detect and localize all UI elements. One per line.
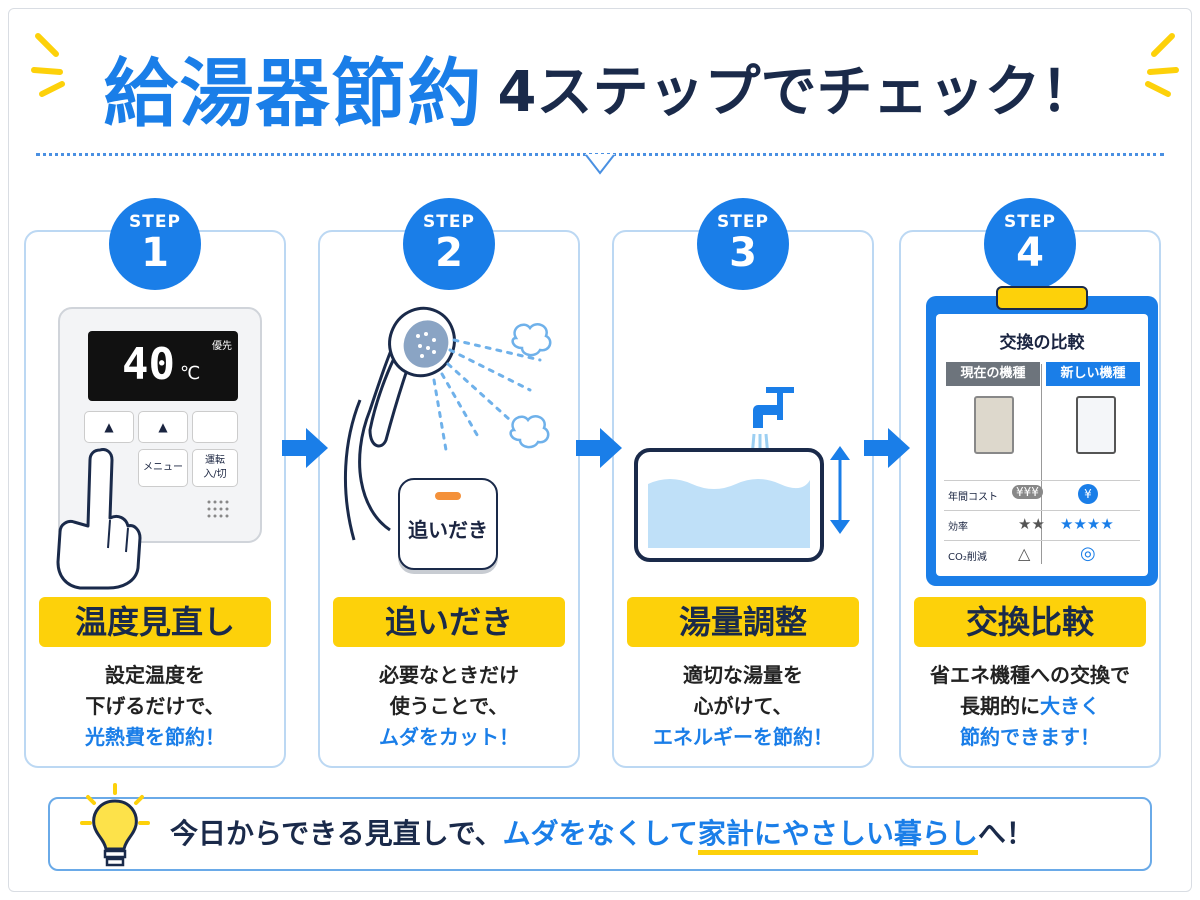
step-label-2: 追いだき (333, 597, 565, 647)
step-desc-1: 設定温度を 下げるだけで、 光熱費を節約！ (24, 660, 286, 753)
notch-chevron-icon (585, 154, 615, 175)
desc-line: 心がけて、 (693, 694, 793, 718)
badge-step-number: 4 (1016, 230, 1044, 276)
up-button-2[interactable]: ▲ (138, 411, 188, 443)
menu-label: メニュー (143, 462, 183, 473)
reheat-button[interactable]: 追いだき (398, 478, 498, 570)
new-heater-image (1076, 396, 1116, 454)
comparison-row: 年間コスト ¥¥¥ ¥ (944, 480, 1140, 508)
burst-left-icon (31, 33, 65, 97)
current-model-header: 現在の機種 (946, 362, 1040, 386)
desc-highlight: エネルギーを節約！ (653, 725, 833, 749)
badge-step-label: STEP (1004, 212, 1056, 232)
power-label: 運転 (205, 455, 225, 466)
step-label-4: 交換比較 (914, 597, 1146, 647)
row-label: 効率 (948, 522, 968, 533)
pointing-hand-icon (56, 448, 142, 590)
panel-temperature: 40 (122, 339, 175, 390)
badge-step-label: STEP (129, 212, 181, 232)
footer-message: 今日からできる見直しで、ムダをなくして家計にやさしい暮らしへ！ (170, 799, 1034, 869)
desc-line: 設定温度を (105, 663, 205, 687)
column-divider (1041, 364, 1042, 564)
comparison-row: CO₂削減 △ ◎ (944, 540, 1140, 568)
menu-button[interactable]: メニュー (138, 449, 188, 487)
step-desc-4: 省エネ機種への交換で 長期的に大きく 節約できます！ (899, 660, 1161, 753)
up-arrow-icon: ▲ (104, 420, 114, 434)
desc-line: 適切な湯量を (683, 663, 803, 687)
footer-banner: 今日からできる見直しで、ムダをなくして家計にやさしい暮らしへ！ (48, 783, 1152, 871)
desc-line: 省エネ機種への交換で (930, 663, 1130, 687)
desc-highlight: ムダをカット！ (379, 725, 519, 749)
shower-head-icon (343, 306, 552, 541)
light-bulb-icon (80, 783, 150, 867)
row-current-value: △ (1018, 544, 1031, 563)
desc-inline-highlight: 大きく (1040, 694, 1100, 718)
row-new-value: ◎ (1080, 543, 1096, 564)
desc-line: 下げるだけで、 (85, 694, 225, 718)
clipboard-clip-icon (996, 286, 1088, 310)
panel-unit: ℃ (180, 363, 201, 384)
badge-step-number: 3 (729, 230, 757, 276)
speaker-grille-icon (207, 500, 229, 518)
next-arrow-icon (282, 428, 328, 468)
desc-line-group: 長期的に大きく (899, 691, 1161, 722)
next-arrow-icon (576, 428, 622, 468)
water-heater-control-panel: 40 ℃ 優先 ▲ ▲ メニュー 運転入/切 (58, 307, 262, 543)
comparison-row: 効率 ★★ ★★★★ (944, 510, 1140, 538)
row-label: CO₂削減 (948, 552, 987, 563)
step-desc-2: 必要なときだけ 使うことで、 ムダをカット！ (318, 660, 580, 753)
step-label-3: 湯量調整 (627, 597, 859, 647)
new-model-header: 新しい機種 (1046, 362, 1140, 386)
badge-step-label: STEP (717, 212, 769, 232)
bathtub-faucet-icon (634, 387, 850, 562)
row-new-value: ★★★★ (1060, 515, 1114, 533)
reheat-button-label: 追いだき (408, 518, 488, 542)
title-sub: 4ステップでチェック！ (497, 60, 1097, 125)
step-label-1: 温度見直し (39, 597, 271, 647)
desc-highlight: 光熱費を節約！ (85, 725, 225, 749)
panel-display: 40 ℃ 優先 (88, 331, 238, 401)
row-label: 年間コスト (948, 492, 998, 503)
clipboard-paper: 交換の比較 現在の機種 新しい機種 年間コスト ¥¥¥ ¥ 効率 ★★ ★★★★… (936, 314, 1148, 576)
desc-line: 長期的に (960, 694, 1040, 718)
comparison-clipboard: 交換の比較 現在の機種 新しい機種 年間コスト ¥¥¥ ¥ 効率 ★★ ★★★★… (926, 286, 1158, 586)
next-arrow-icon (864, 428, 910, 468)
badge-step-number: 2 (435, 230, 463, 276)
power-button[interactable]: 運転入/切 (192, 449, 238, 487)
power-label-2: 入/切 (203, 469, 227, 480)
row-new-value: ¥ (1078, 484, 1098, 504)
badge-step-label: STEP (423, 212, 475, 232)
desc-line: 必要なときだけ (379, 663, 519, 687)
desc-line: 使うことで、 (389, 694, 509, 718)
footer-part-2: ムダをなくして (502, 817, 698, 850)
panel-priority: 優先 (212, 341, 232, 352)
footer-part-1: 今日からできる見直しで、 (170, 817, 503, 850)
board-title: 交換の比較 (999, 333, 1085, 353)
badge-step-number: 1 (141, 230, 169, 276)
page-frame (8, 8, 1192, 892)
row-current-value: ★★ (1018, 515, 1045, 533)
burst-right-icon (1145, 33, 1179, 97)
step-desc-3: 適切な湯量を 心がけて、 エネルギーを節約！ (612, 660, 874, 753)
current-heater-image (974, 396, 1014, 454)
row-current-value: ¥¥¥ (1012, 485, 1043, 499)
footer-part-4: へ！ (977, 817, 1034, 850)
reheat-indicator-light (435, 492, 461, 500)
up-button-1[interactable]: ▲ (84, 411, 134, 443)
up-arrow-icon: ▲ (158, 420, 168, 434)
desc-highlight: 節約できます！ (960, 725, 1100, 749)
footer-part-3: 家計にやさしい暮らし (697, 817, 978, 855)
title-main: 給湯器節約 (103, 51, 484, 137)
blank-button[interactable] (192, 411, 238, 443)
